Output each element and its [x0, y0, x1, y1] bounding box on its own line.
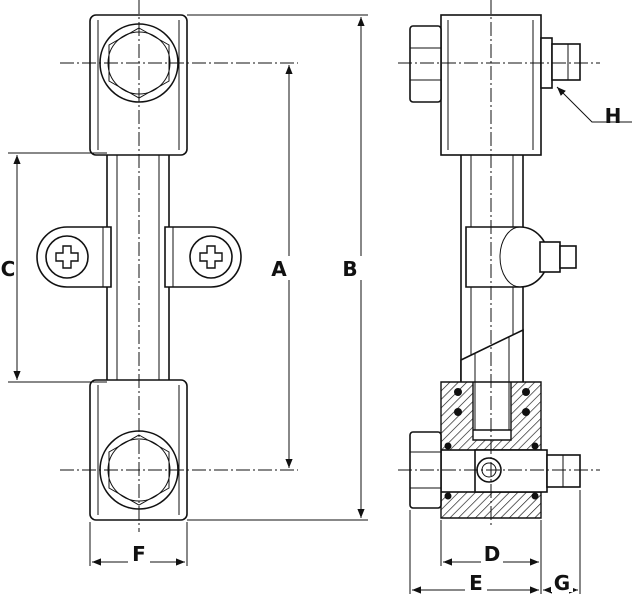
side-top-hex-nut [409, 25, 442, 103]
side-top-block [409, 14, 581, 156]
dimension-d-label: D [484, 542, 501, 566]
drain-stem [474, 449, 581, 493]
dimension-c-label: C [1, 257, 16, 281]
dimension-f-label: F [132, 542, 146, 566]
left-screw-icon [45, 235, 89, 279]
side-guard-clip [465, 226, 577, 288]
right-screw-icon [189, 235, 233, 279]
dimension-h-label: H [605, 104, 622, 128]
side-view [398, 0, 600, 525]
dimension-b-label: B [342, 257, 357, 281]
right-guard-clip [164, 226, 242, 288]
front-dimensions: A B C F [0, 14, 368, 566]
side-dimensions: D E G H [409, 86, 632, 595]
dimension-e-label: E [469, 571, 483, 595]
dimension-g-label: G [554, 571, 570, 595]
dimension-h-leader [556, 86, 632, 123]
vent-plug [540, 37, 581, 89]
left-guard-clip [36, 226, 112, 288]
sight-tube [106, 149, 170, 386]
dimension-a-label: A [271, 257, 287, 281]
front-view [36, 0, 298, 532]
